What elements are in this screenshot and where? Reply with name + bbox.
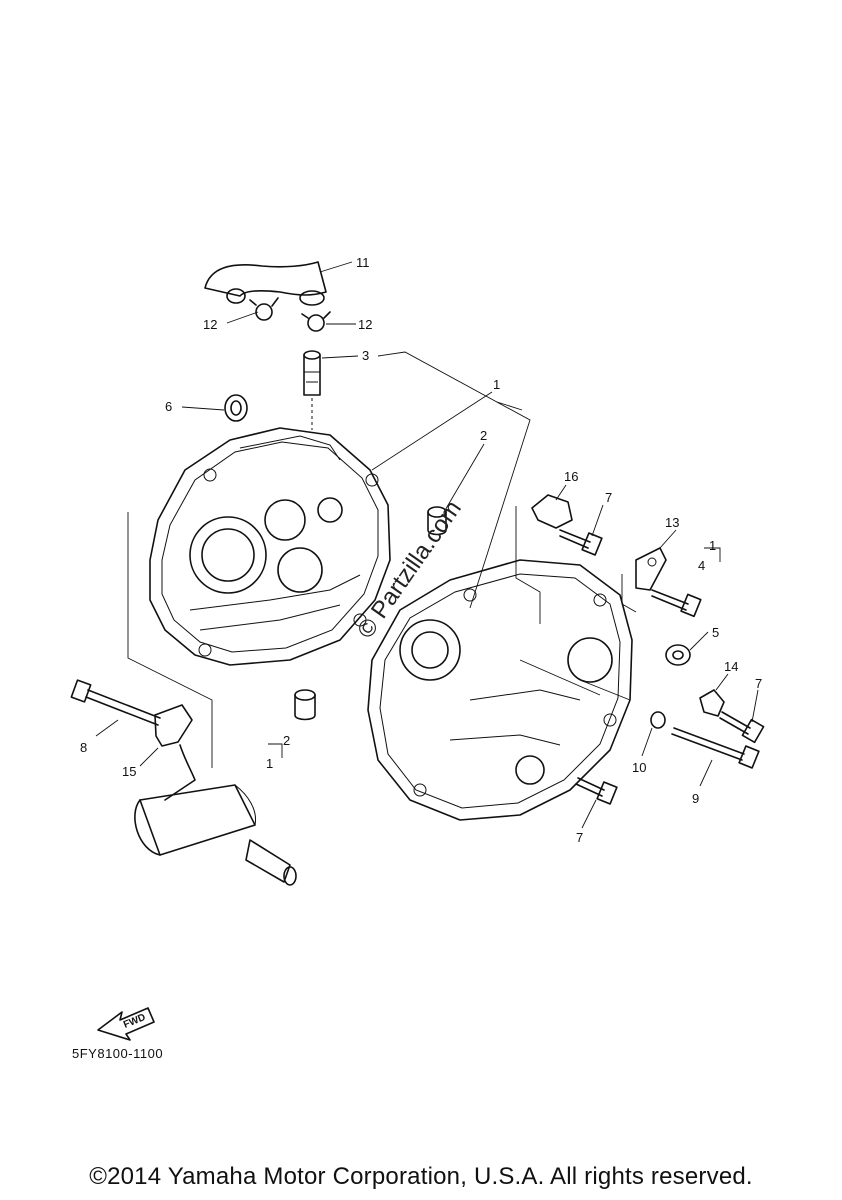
callout-10: 10 bbox=[632, 760, 646, 775]
crankcase-right-half bbox=[367, 559, 633, 821]
bolt-long-8 bbox=[70, 679, 161, 726]
hose-clip-left bbox=[249, 297, 279, 321]
fwd-label: FWD bbox=[122, 1012, 147, 1031]
copyright-notice: ©2014 Yamaha Motor Corporation, U.S.A. A… bbox=[89, 1163, 753, 1190]
bolt-upper bbox=[559, 529, 603, 556]
bolt-long-9 bbox=[671, 727, 760, 769]
callout-1-top: 1 bbox=[493, 377, 500, 392]
stay-plate bbox=[635, 547, 667, 591]
callout-12-left: 12 bbox=[203, 317, 217, 332]
dowel-pin-lower bbox=[294, 689, 316, 721]
callout-7-lower: 7 bbox=[576, 830, 583, 845]
bolt-lower bbox=[575, 777, 618, 805]
breather-pipe bbox=[303, 350, 321, 430]
fwd-arrow-icon: FWD bbox=[97, 1007, 155, 1041]
callout-2-lower: 2 bbox=[283, 733, 290, 748]
callout-7-upper: 7 bbox=[605, 490, 612, 505]
callout-3: 3 bbox=[362, 348, 369, 363]
callout-8: 8 bbox=[80, 740, 87, 755]
callout-15: 15 bbox=[122, 764, 136, 779]
oil-seal bbox=[224, 394, 248, 422]
callout-16: 16 bbox=[564, 469, 578, 484]
dowel-pin-upper bbox=[427, 506, 447, 536]
bolt-right bbox=[719, 711, 765, 744]
callout-7-right: 7 bbox=[755, 676, 762, 691]
diagram-code: 5FY8100-1100 bbox=[72, 1046, 164, 1061]
callout-4: 4 bbox=[698, 558, 705, 573]
starter-motor bbox=[134, 744, 297, 886]
clamp bbox=[699, 689, 725, 717]
callout-12-right: 12 bbox=[358, 317, 372, 332]
callout-1-lower: 1 bbox=[266, 756, 273, 771]
callout-6: 6 bbox=[165, 399, 172, 414]
hose-clip-right bbox=[301, 311, 331, 332]
callout-5: 5 bbox=[712, 625, 719, 640]
bracket bbox=[154, 704, 193, 747]
bolt-4 bbox=[651, 589, 702, 618]
callout-9: 9 bbox=[692, 791, 699, 806]
callout-13: 13 bbox=[665, 515, 679, 530]
callout-1-right: 1 bbox=[709, 538, 716, 553]
crankcase-left-half bbox=[149, 427, 391, 666]
callout-2-top: 2 bbox=[480, 428, 487, 443]
callout-11: 11 bbox=[356, 255, 370, 270]
gasket-ring bbox=[650, 711, 666, 729]
callout-14: 14 bbox=[724, 659, 738, 674]
breather-hose bbox=[204, 261, 327, 306]
cable-holder bbox=[531, 494, 573, 529]
washer bbox=[665, 644, 691, 666]
